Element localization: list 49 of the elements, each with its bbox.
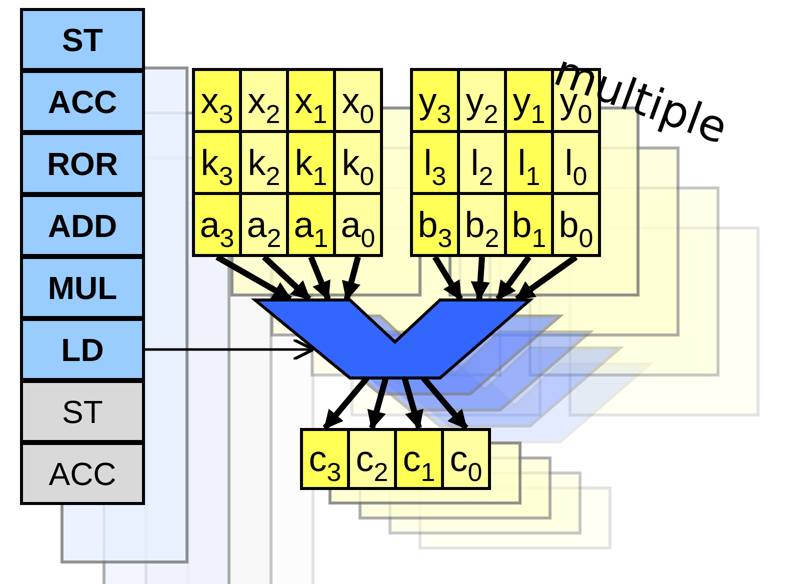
register-cell: x$_{3}$ [192, 68, 242, 133]
register-cell: a$_{3}$ [192, 192, 242, 257]
arrow [342, 256, 361, 301]
register-cell: l$_{2}$ [457, 130, 507, 195]
register-cell: y$_{1}$ [504, 68, 554, 133]
register-cell: c$_{0}$ [441, 428, 491, 490]
arrow [145, 338, 315, 361]
instruction-cell: ADD [20, 194, 145, 257]
v-shaped-block [253, 298, 533, 380]
arrow [308, 256, 331, 301]
arrow [496, 255, 532, 301]
register-cell: x$_{2}$ [239, 68, 289, 133]
register-cell: l$_{3}$ [410, 130, 460, 195]
instruction-cell: ROR [20, 132, 145, 195]
register-cell: c$_{2}$ [347, 428, 397, 490]
arrow [421, 376, 468, 430]
register-cell: a$_{2}$ [239, 192, 289, 257]
register-cell: x$_{0}$ [333, 68, 383, 133]
register-cell: l$_{1}$ [504, 130, 554, 195]
arrow [322, 376, 370, 430]
arrow [262, 254, 312, 302]
register-cell: b$_{1}$ [504, 192, 554, 257]
register-cell: c$_{1}$ [394, 428, 444, 490]
register-cell: l$_{0}$ [551, 130, 601, 195]
register-cell: k$_{0}$ [333, 130, 383, 195]
register-cell: c$_{3}$ [300, 428, 350, 490]
arrow [216, 254, 292, 302]
instruction-cell: ST [20, 380, 145, 443]
register-cell: b$_{2}$ [457, 192, 507, 257]
instruction-cell: LD [20, 318, 145, 381]
instruction-cell: ACC [20, 442, 145, 505]
arrow [432, 255, 463, 301]
arrow [402, 377, 424, 430]
register-cell: k$_{3}$ [192, 130, 242, 195]
register-cell: x$_{1}$ [286, 68, 336, 133]
register-cell: a$_{1}$ [286, 192, 336, 257]
register-cell: y$_{3}$ [410, 68, 460, 133]
instruction-cell: ST [20, 8, 145, 71]
register-cell: y$_{2}$ [457, 68, 507, 133]
register-cell: b$_{3}$ [410, 192, 460, 257]
register-cell: b$_{0}$ [551, 192, 601, 257]
arrow [367, 377, 389, 430]
instruction-cell: MUL [20, 256, 145, 319]
arrow [515, 254, 578, 302]
instruction-cell: ACC [20, 70, 145, 133]
register-cell: k$_{2}$ [239, 130, 289, 195]
register-cell: a$_{0}$ [333, 192, 383, 257]
register-cell: k$_{1}$ [286, 130, 336, 195]
arrow [470, 256, 490, 301]
